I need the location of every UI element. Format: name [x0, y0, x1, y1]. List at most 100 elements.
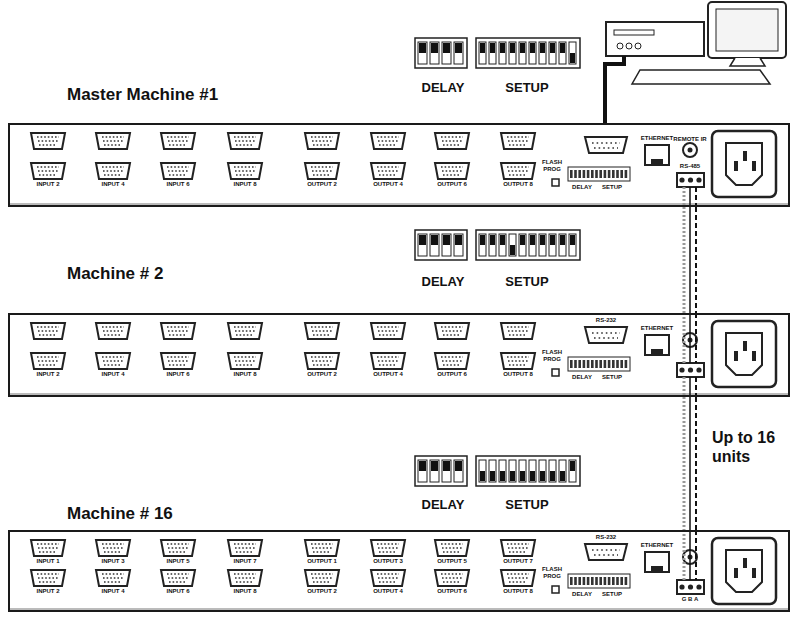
dip-lever-slot	[509, 460, 516, 482]
monitor-screen	[716, 9, 778, 51]
panel-dip-lever	[625, 170, 628, 178]
terminal-screw	[696, 367, 701, 372]
dip-lever	[419, 461, 426, 471]
dip-switch	[476, 38, 580, 68]
dip-lever	[443, 43, 450, 53]
connector-pins	[235, 547, 255, 549]
connector-pins	[169, 581, 187, 583]
dip-lever	[530, 43, 535, 53]
connector-pins	[507, 543, 529, 545]
connector-pins	[442, 360, 462, 362]
connector-pins	[509, 144, 527, 146]
panel-dip-lever	[595, 577, 598, 585]
power-inlet	[726, 550, 762, 592]
vga-connector	[161, 570, 195, 586]
power-inlet	[726, 143, 762, 185]
rs232-connector	[585, 327, 627, 343]
connector-pins	[443, 581, 461, 583]
connector-pins	[312, 547, 332, 549]
vga-connector	[161, 163, 195, 179]
panel-lip	[8, 394, 790, 395]
connector-pins	[235, 577, 255, 579]
vga-connector	[501, 323, 535, 339]
rs232-connector	[585, 544, 627, 560]
vga-connector	[371, 540, 405, 556]
port-label: OUTPUT 2	[307, 181, 337, 188]
dip-lever	[550, 471, 555, 481]
connector-pins	[236, 551, 254, 553]
panel-dip-lever	[612, 360, 615, 368]
port-label: INPUT 1	[36, 558, 59, 565]
rs485-wire	[683, 187, 686, 207]
connector-pins	[234, 166, 256, 168]
dip-lever-slot	[539, 460, 546, 482]
dip-lever-slot	[559, 234, 566, 256]
connector-pins	[37, 166, 59, 168]
dip-lever-slot	[549, 460, 556, 482]
terminal-screw	[696, 584, 701, 589]
rs485-wire	[695, 530, 697, 580]
rs485-wire	[689, 530, 691, 580]
port-label: INPUT 8	[233, 371, 256, 378]
vga-connector	[31, 570, 65, 586]
vga-connector	[305, 570, 339, 586]
ethernet-port	[645, 335, 669, 355]
port-label: REMOTE IR	[673, 136, 706, 143]
connector-pins	[169, 174, 187, 176]
connector-pins	[443, 334, 461, 336]
connector-pins	[38, 170, 58, 172]
rack-panel	[8, 313, 790, 397]
connector-pins	[168, 547, 188, 549]
vga-connector	[435, 133, 469, 149]
panel-dip-lever	[578, 170, 581, 178]
connector-pins	[377, 573, 399, 575]
dip-lever-slot	[539, 42, 546, 64]
connector-pins	[37, 326, 59, 328]
rs485-wire	[695, 207, 697, 313]
port-label: OUTPUT 4	[373, 588, 403, 595]
connector-pins	[104, 364, 122, 366]
dip-lever	[520, 43, 525, 53]
panel-dip-lever	[620, 360, 623, 368]
port-label: INPUT 8	[233, 588, 256, 595]
connector-pins	[168, 170, 188, 172]
monitor-stand	[730, 58, 765, 66]
connector-pins	[378, 577, 398, 579]
dip-lever	[510, 43, 515, 53]
dip-lever	[560, 235, 565, 245]
connector-pins	[313, 364, 331, 366]
panel-dip-lever	[587, 360, 590, 368]
panel-dip-lever	[583, 360, 586, 368]
dip-lever	[500, 471, 505, 481]
connector-pins	[509, 334, 527, 336]
vga-connector	[305, 323, 339, 339]
connector-pins	[103, 330, 123, 332]
dip-lever-slot	[569, 460, 576, 482]
connector-pins	[443, 551, 461, 553]
vga-connector	[501, 353, 535, 369]
connector-pins	[441, 573, 463, 575]
connector-pins	[234, 356, 256, 358]
connector-pins	[38, 330, 58, 332]
connector-pins	[168, 577, 188, 579]
dip-lever-slot	[559, 42, 566, 64]
switch-label: DELAY	[572, 184, 592, 191]
connector-pins	[311, 136, 333, 138]
connector-pins	[103, 577, 123, 579]
rs485-wire	[683, 530, 686, 580]
connector-pins	[39, 334, 57, 336]
panel-dip-lever	[625, 577, 628, 585]
vga-connector	[31, 540, 65, 556]
dip-lever-slot	[489, 234, 496, 256]
dip-lever	[560, 43, 565, 53]
rs485-wire	[695, 187, 697, 207]
port-label: INPUT 5	[166, 558, 189, 565]
connector-pins	[235, 140, 255, 142]
dip-lever-slot	[559, 460, 566, 482]
port-label: OUTPUT 4	[373, 181, 403, 188]
rs485-wire	[689, 313, 691, 363]
power-pin	[752, 568, 756, 578]
connector-pins	[507, 356, 529, 358]
dip-lever-slot	[569, 42, 576, 64]
connector-pins	[508, 360, 528, 362]
